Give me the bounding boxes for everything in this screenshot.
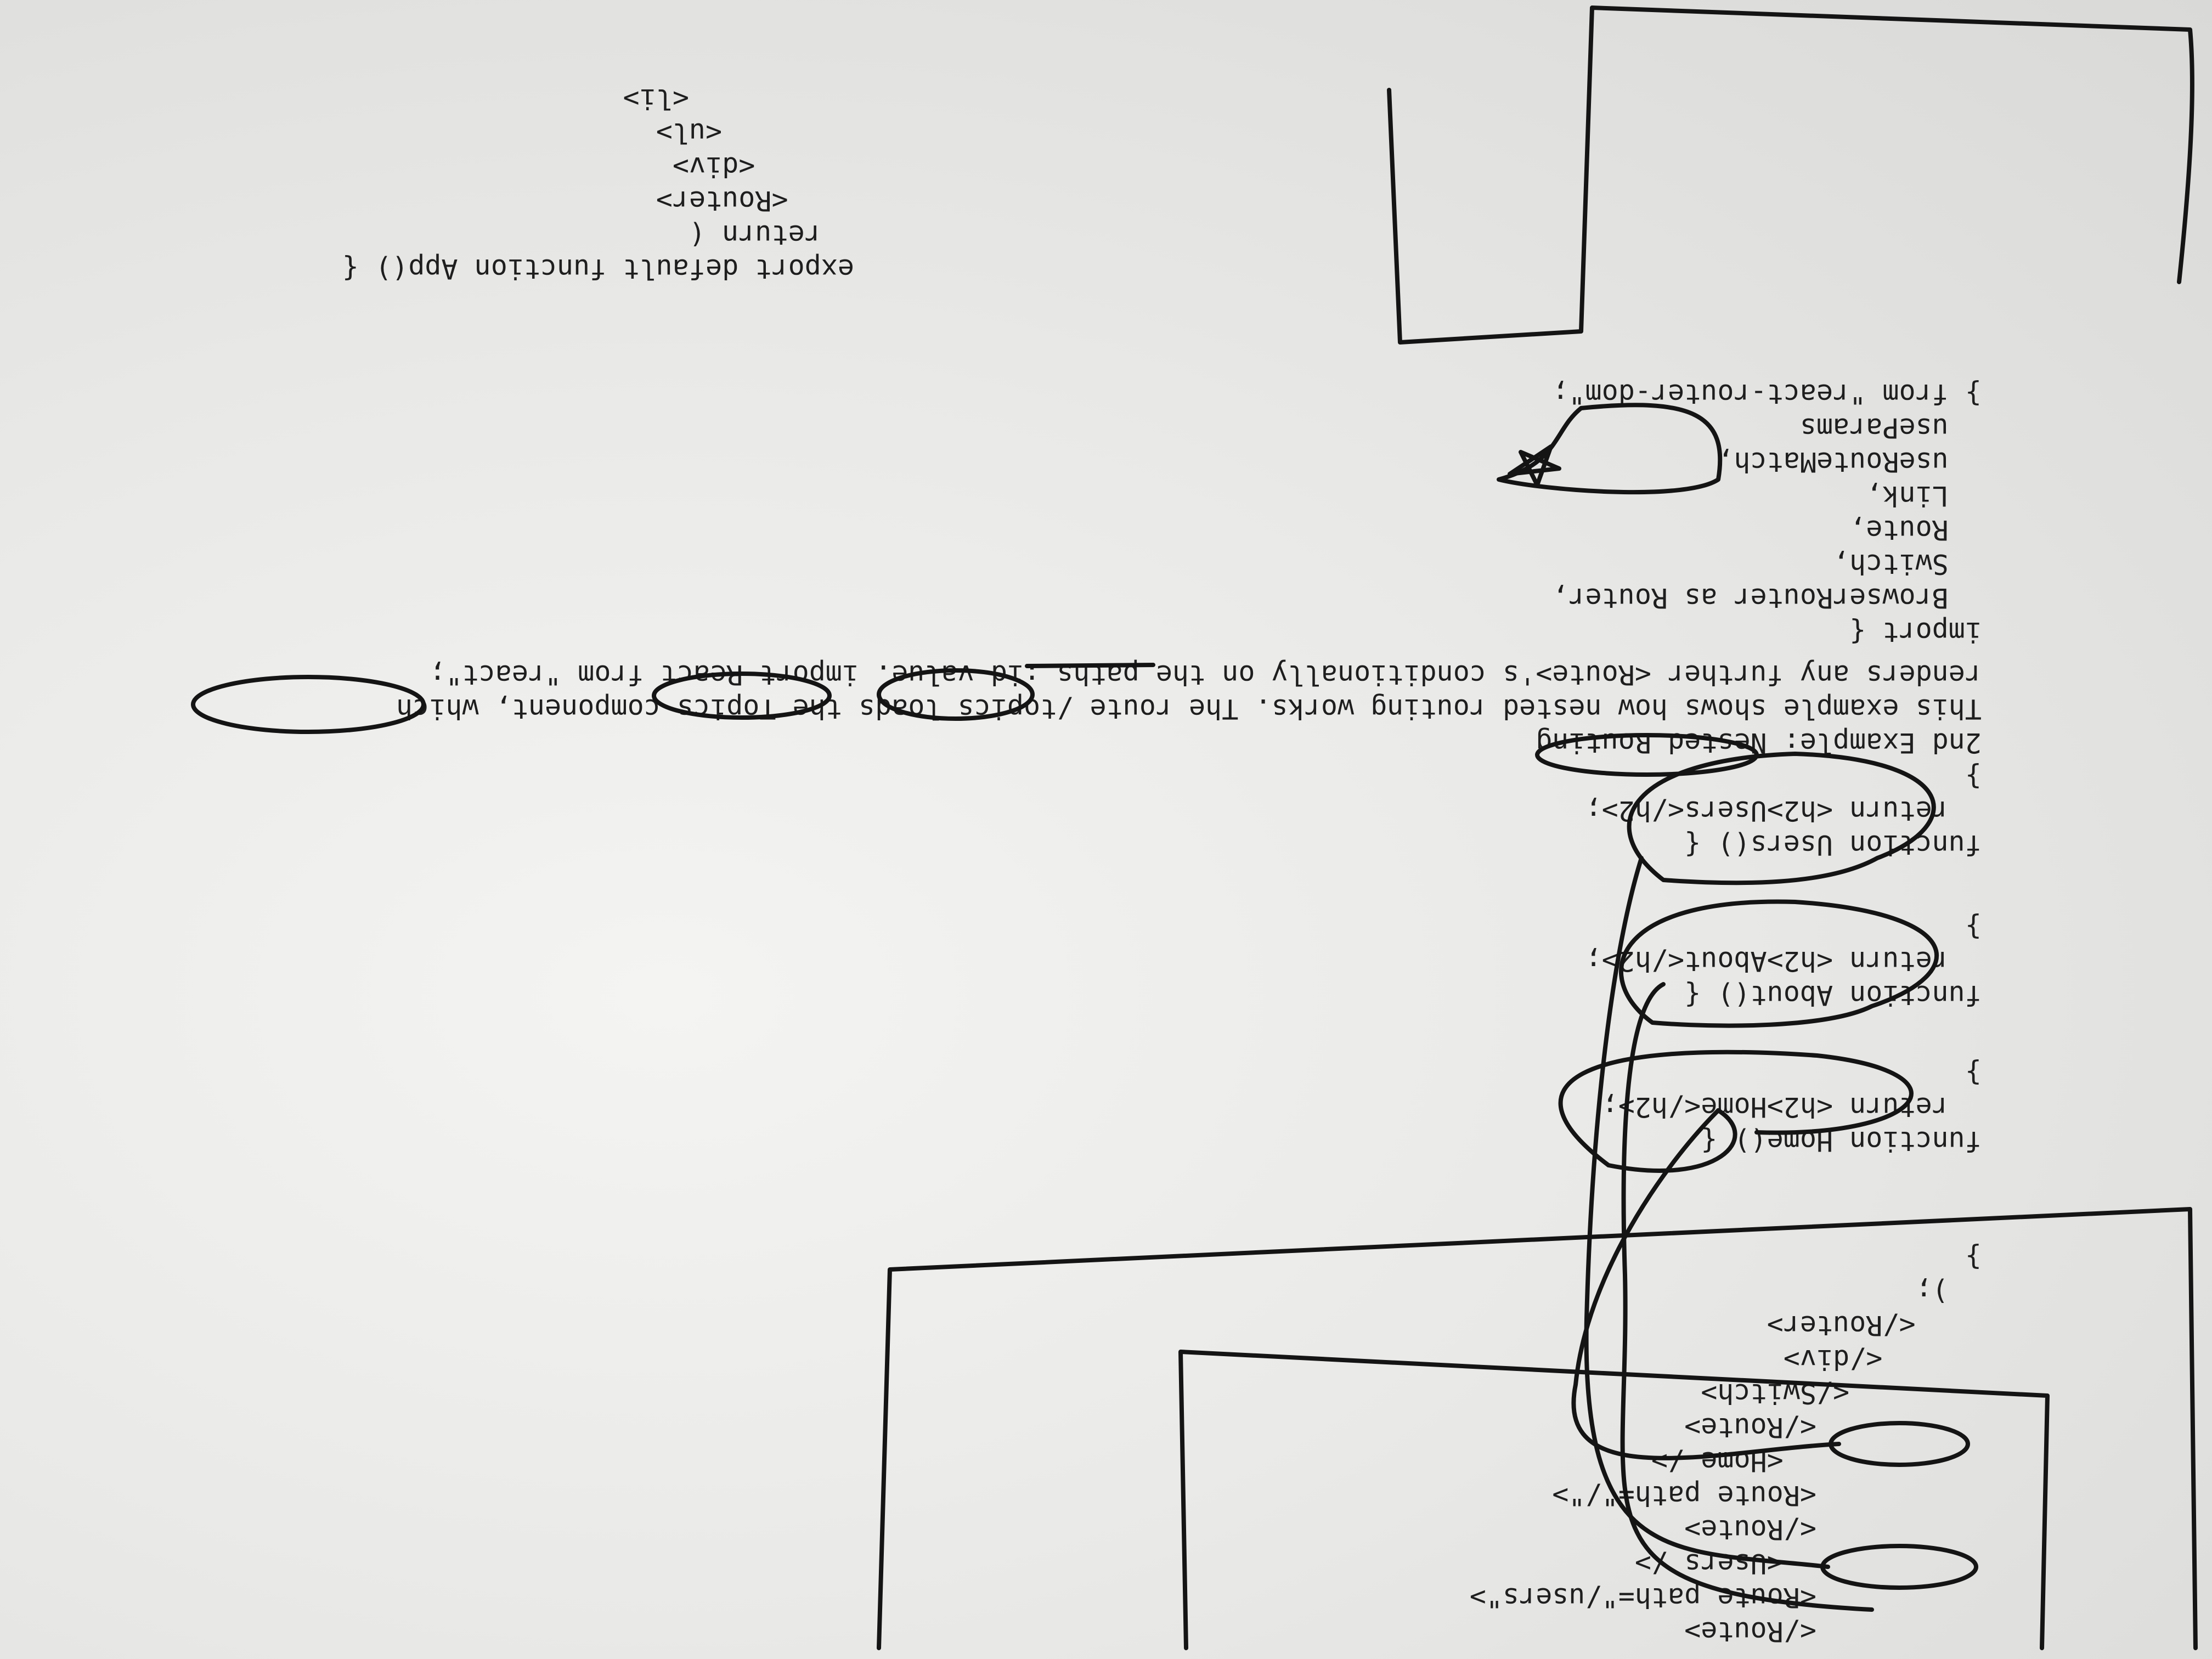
react-string-circle — [191, 675, 426, 734]
id-value-circle — [877, 668, 1035, 721]
nested-routing-circle — [1535, 733, 1759, 777]
users-circle — [1820, 1544, 1978, 1590]
connector-home — [1571, 1108, 1841, 1460]
connector-about — [1620, 982, 1874, 1612]
id-value-underline — [1025, 663, 1155, 668]
about-function-oval — [1619, 899, 1939, 1028]
home-circle — [1829, 1421, 1970, 1467]
route-block-box — [877, 1207, 2198, 1650]
star-mark — [1508, 444, 1561, 487]
users-function-oval — [1627, 752, 1936, 885]
connector-users — [1584, 856, 1830, 1569]
import-react-circle — [652, 672, 832, 720]
routes-bracket — [1178, 1350, 2050, 1650]
app-box — [1387, 5, 2194, 345]
home-function-oval — [1558, 1049, 1914, 1173]
